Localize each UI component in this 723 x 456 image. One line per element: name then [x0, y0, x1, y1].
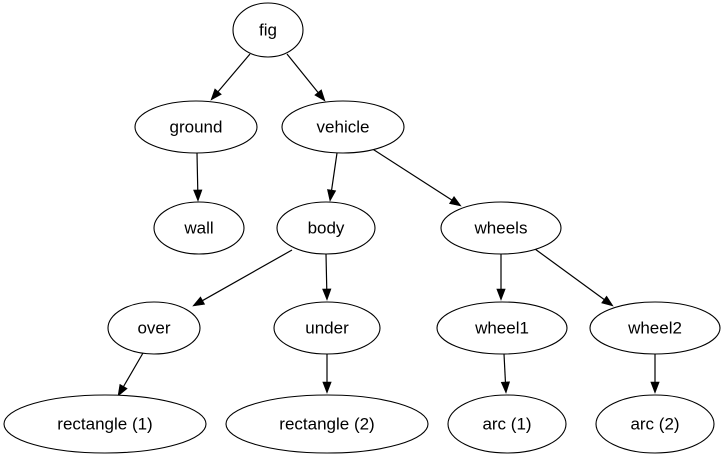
- edge-under-to-rectangle2: [322, 354, 332, 394]
- edge-wheel2-to-arc2: [650, 354, 660, 394]
- node-vehicle[interactable]: vehicle: [281, 100, 405, 154]
- edge-line: [503, 353, 507, 383]
- edges-layer: [117, 53, 660, 397]
- arrowhead-icon: [314, 89, 326, 102]
- arrowhead-icon: [448, 195, 462, 207]
- edge-fig-to-ground: [210, 53, 251, 101]
- arrowhead-icon: [496, 288, 506, 301]
- node-body[interactable]: body: [276, 201, 376, 255]
- node-rectangle2[interactable]: rectangle (2): [225, 394, 429, 454]
- node-shape-wall[interactable]: [153, 201, 245, 255]
- node-shape-wheels[interactable]: [440, 201, 562, 255]
- node-shape-rectangle2[interactable]: [225, 394, 429, 454]
- node-shape-fig[interactable]: [232, 2, 304, 58]
- edge-over-to-rectangle1: [117, 352, 144, 397]
- node-shape-wheel1[interactable]: [436, 301, 568, 355]
- node-wheels[interactable]: wheels: [440, 201, 562, 255]
- arrowhead-icon: [322, 381, 332, 394]
- arrowhead-icon: [193, 189, 203, 202]
- node-rectangle1[interactable]: rectangle (1): [3, 394, 207, 454]
- node-fig[interactable]: fig: [232, 2, 304, 58]
- edge-ground-to-wall: [193, 152, 203, 202]
- node-shape-under[interactable]: [273, 301, 381, 355]
- arrowhead-icon: [192, 296, 206, 307]
- edge-line: [217, 53, 251, 92]
- arrowhead-icon: [500, 381, 511, 394]
- arrowhead-icon: [601, 295, 614, 307]
- arrowhead-icon: [117, 383, 128, 397]
- node-over[interactable]: over: [107, 301, 201, 355]
- edge-line: [325, 253, 328, 290]
- arrowhead-icon: [327, 189, 337, 202]
- arrowhead-icon: [322, 288, 332, 301]
- edge-vehicle-to-wheels: [370, 147, 462, 207]
- edge-body-to-under: [322, 253, 332, 301]
- arrowhead-icon: [650, 381, 660, 394]
- arrowhead-icon: [210, 88, 222, 101]
- node-wheel1[interactable]: wheel1: [436, 301, 568, 355]
- node-shape-wheel2[interactable]: [589, 301, 721, 355]
- node-shape-arc2[interactable]: [595, 394, 715, 454]
- edge-wheel1-to-arc1: [500, 353, 511, 394]
- node-shape-rectangle1[interactable]: [3, 394, 207, 454]
- node-shape-body[interactable]: [276, 201, 376, 255]
- node-shape-vehicle[interactable]: [281, 100, 405, 154]
- edge-vehicle-to-body: [327, 152, 338, 202]
- edge-line: [196, 152, 199, 191]
- edge-wheels-to-wheel2: [534, 248, 614, 307]
- edge-line: [370, 147, 453, 201]
- node-ground[interactable]: ground: [134, 100, 258, 154]
- nodes-layer: fig ground vehicle wall body wheels over under w…: [3, 2, 721, 454]
- edge-wheels-to-wheel1: [496, 254, 506, 301]
- edge-line: [534, 248, 605, 300]
- edge-line: [330, 152, 338, 191]
- node-shape-over[interactable]: [107, 301, 201, 355]
- node-under[interactable]: under: [273, 301, 381, 355]
- edge-line: [202, 249, 293, 302]
- edge-fig-to-vehicle: [286, 53, 326, 102]
- node-wall[interactable]: wall: [153, 201, 245, 255]
- edge-body-to-over: [192, 249, 293, 307]
- edge-line: [123, 352, 144, 387]
- node-arc2[interactable]: arc (2): [595, 394, 715, 454]
- edge-line: [286, 53, 319, 93]
- node-shape-arc1[interactable]: [447, 394, 567, 454]
- node-wheel2[interactable]: wheel2: [589, 301, 721, 355]
- node-arc1[interactable]: arc (1): [447, 394, 567, 454]
- node-shape-ground[interactable]: [134, 100, 258, 154]
